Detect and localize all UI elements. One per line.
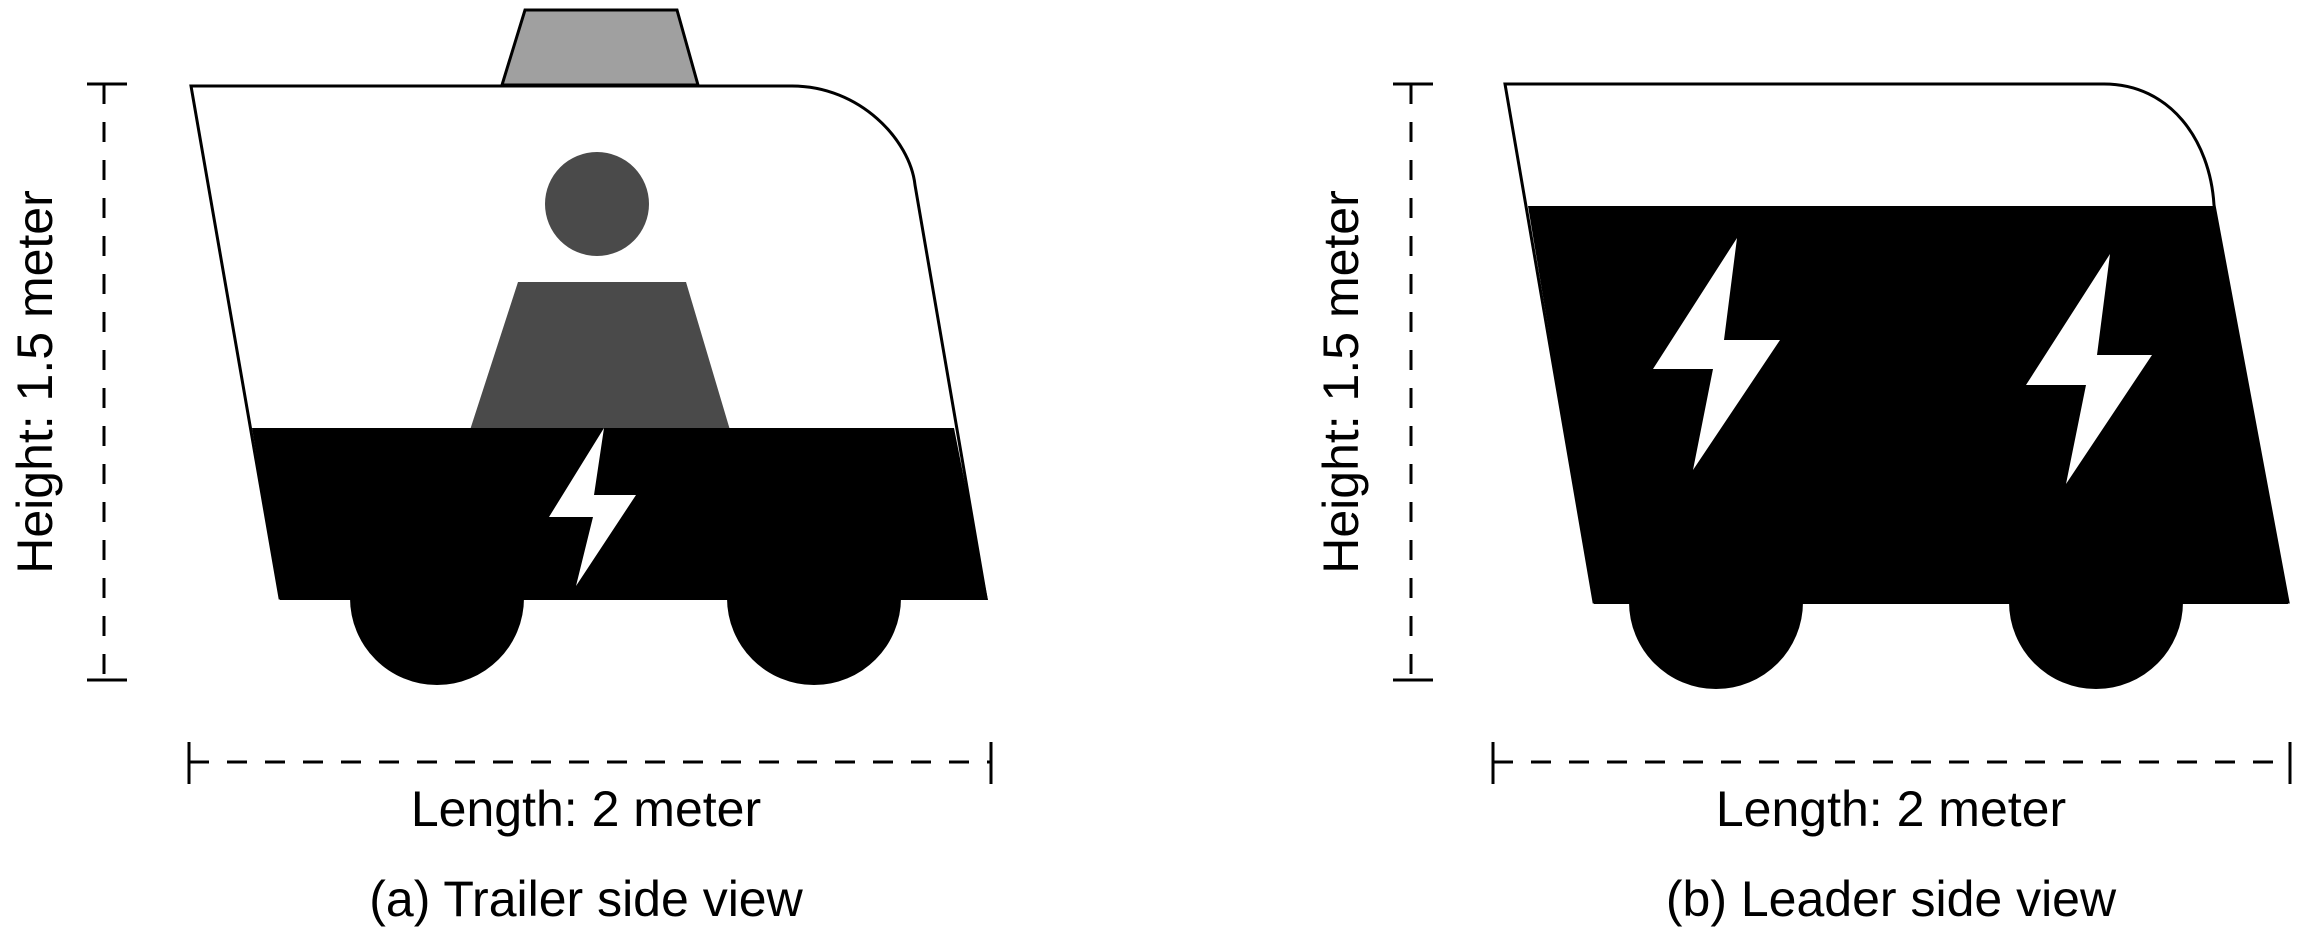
- trailer-panel: Height: 1.5 meter Length: 2 meter (a) Tr…: [7, 8, 993, 927]
- trailer-height-label: Height: 1.5 meter: [7, 190, 63, 574]
- leader-lightning-icon-right: [2026, 254, 2152, 484]
- leader-lightning-icon-left: [1653, 238, 1780, 470]
- trailer-passenger-body: [470, 282, 730, 430]
- trailer-height-dimension: [87, 82, 127, 682]
- leader-length-label: Length: 2 meter: [1716, 781, 2066, 837]
- leader-body: [1528, 206, 2288, 604]
- leader-caption: (b) Leader side view: [1666, 871, 2117, 927]
- trailer-passenger-head: [545, 152, 649, 256]
- trailer-lightning-icon: [549, 428, 636, 586]
- leader-rear-wheel: [2009, 602, 2183, 689]
- trailer-front-wheel: [350, 598, 524, 685]
- trailer-length-label: Length: 2 meter: [411, 781, 761, 837]
- trailer-length-dimension: [187, 742, 993, 784]
- trailer-rear-wheel: [727, 598, 901, 685]
- leader-front-wheel: [1629, 602, 1803, 689]
- leader-panel: Height: 1.5 meter Length: 2 meter (b) Le…: [1313, 82, 2292, 927]
- leader-height-dimension: [1393, 82, 1433, 682]
- leader-length-dimension: [1491, 742, 2292, 784]
- leader-height-label: Height: 1.5 meter: [1313, 190, 1369, 574]
- trailer-roof-light: [499, 8, 700, 87]
- trailer-caption: (a) Trailer side view: [369, 871, 803, 927]
